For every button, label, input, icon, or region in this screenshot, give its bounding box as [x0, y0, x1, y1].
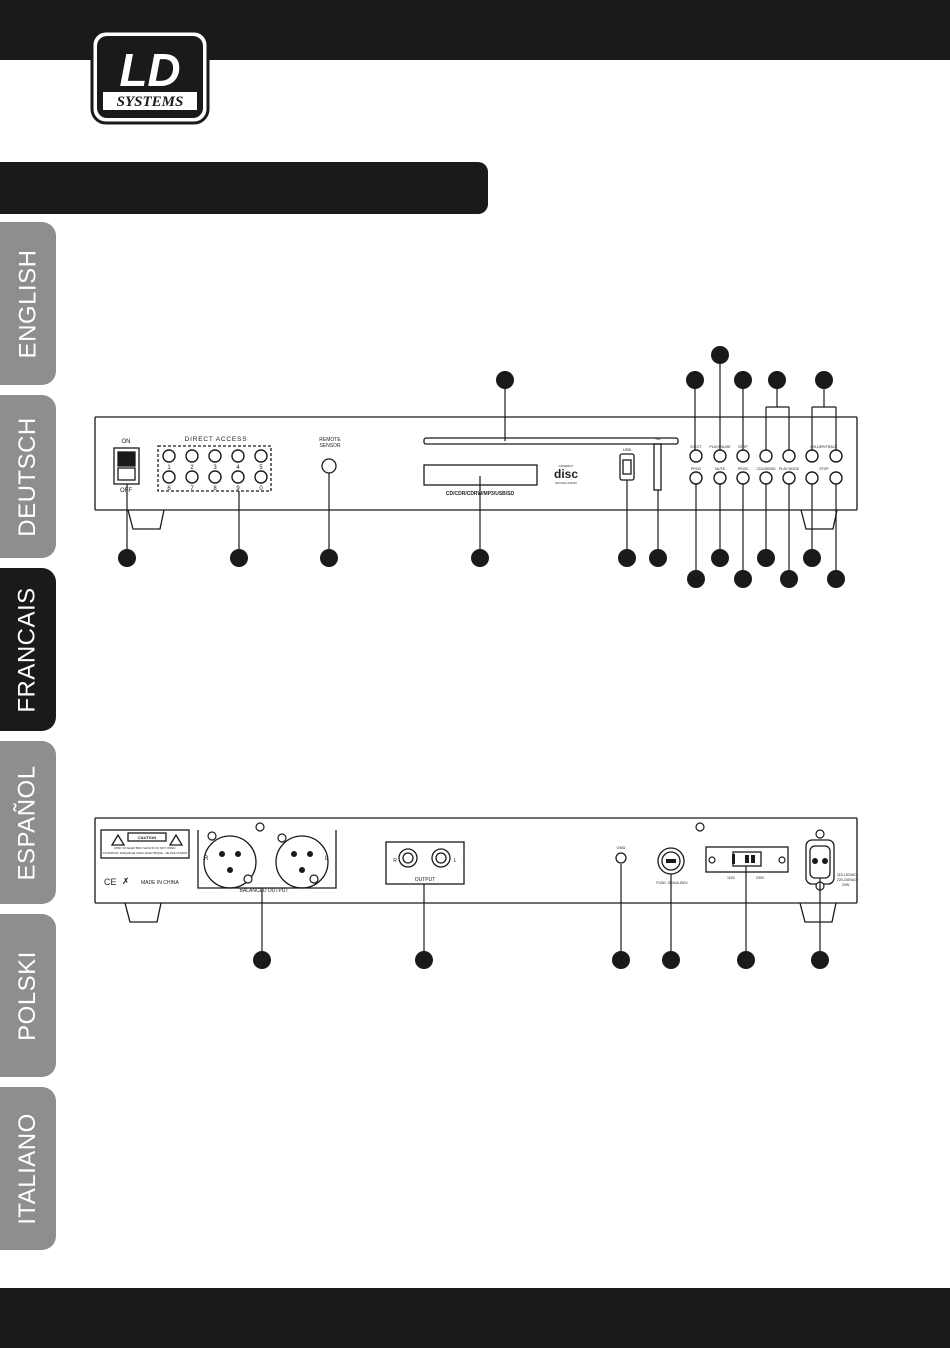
power-spec-label: 20W	[842, 883, 850, 887]
section-title-bar	[0, 162, 488, 214]
button-label: STOP	[819, 467, 829, 471]
button-label: CD/USB/SD	[756, 467, 776, 471]
disc-logo-bottom: DIGITAL AUDIO	[555, 481, 577, 485]
button-label: PROG	[691, 467, 702, 471]
digit-label: 7	[190, 486, 194, 492]
caution-line: RISK OF ELECTRIC SHOCK DO NOT OPEN	[115, 846, 176, 850]
rca-r-label: R	[393, 858, 397, 864]
tab-deutsch[interactable]: DEUTSCH	[0, 395, 56, 558]
digit-label: 9	[236, 486, 240, 492]
tab-espanol[interactable]: ESPAÑOL	[0, 741, 56, 904]
button-label: MUTE	[715, 467, 726, 471]
xlr-r-label: R	[204, 856, 209, 862]
tab-label: ESPAÑOL	[14, 764, 42, 881]
power-on-label: ON	[122, 439, 131, 445]
digit-label: 3	[213, 465, 217, 471]
button-label: PLAY MODE	[779, 467, 800, 471]
rca-l-label: L	[454, 858, 457, 864]
fuse-label: FUSE: 250mA 250V	[656, 881, 688, 885]
sd-label: SD	[655, 436, 661, 441]
made-in-label: MADE IN CHINA	[141, 880, 179, 886]
ce-mark: CE	[104, 877, 117, 887]
power-spec-label: 220-240VAC~	[837, 878, 859, 882]
tab-label: ITALIANO	[14, 1112, 42, 1225]
weee-icon: ✗	[122, 876, 130, 886]
caution-line: ATTENTION: RISQUE DE CHOC ELECTRIQUE - N…	[103, 851, 187, 855]
output-label: OUTPUT	[415, 877, 436, 883]
footer-bar	[0, 1288, 950, 1348]
tab-english[interactable]: ENGLISH	[0, 222, 56, 385]
logo-ld-text: LD	[119, 44, 180, 96]
logo-systems-text: SYSTEMS	[117, 94, 184, 110]
voltage-115-label: 115V	[727, 876, 736, 880]
digit-label: 1	[167, 465, 171, 471]
usb-label: USB	[623, 447, 632, 452]
button-label: PROG	[738, 467, 749, 471]
digit-label: 8	[213, 486, 217, 492]
xlr-l-label: L	[325, 856, 329, 862]
tab-francais[interactable]: FRANCAIS	[0, 568, 56, 731]
power-spec-label: 115-120VAC~	[837, 873, 859, 877]
ld-systems-logo: LD SYSTEMS	[90, 29, 210, 125]
remote-sensor-label: SENSOR	[319, 443, 341, 449]
power-off-label: OFF	[120, 488, 132, 494]
tab-label: DEUTSCH	[14, 416, 42, 537]
voltage-230-label: 230V	[756, 876, 765, 880]
formats-label: CD/CDR/CDRW/MP3/USB/SD	[446, 491, 515, 497]
digit-label: 6	[167, 486, 171, 492]
button-label: PLAY/PAUSE	[709, 445, 731, 449]
caution-title: CAUTION	[138, 835, 156, 840]
direct-access-label: DIRECT ACCESS	[185, 436, 248, 443]
digit-label: 4	[236, 465, 240, 471]
balanced-output-label: BALANCED OUTPUT	[240, 888, 289, 894]
digit-label: 0	[259, 486, 263, 492]
button-label: STOP	[738, 445, 748, 449]
tab-label: ENGLISH	[14, 249, 41, 358]
tab-polski[interactable]: POLSKI	[0, 914, 56, 1077]
tab-label: POLSKI	[14, 950, 41, 1041]
remote-sensor-label: REMOTE	[319, 437, 341, 443]
digit-label: 2	[190, 465, 194, 471]
button-label: EJECT	[690, 445, 702, 449]
tab-italiano[interactable]: ITALIANO	[0, 1087, 56, 1250]
disc-logo: disc	[554, 467, 578, 481]
gnd-label: GND	[617, 845, 626, 850]
button-label: FOLDER/TRACK	[810, 445, 838, 449]
digit-label: 5	[259, 465, 263, 471]
tab-label: FRANCAIS	[14, 586, 42, 713]
disc-logo-top: COMPACT	[559, 464, 574, 468]
